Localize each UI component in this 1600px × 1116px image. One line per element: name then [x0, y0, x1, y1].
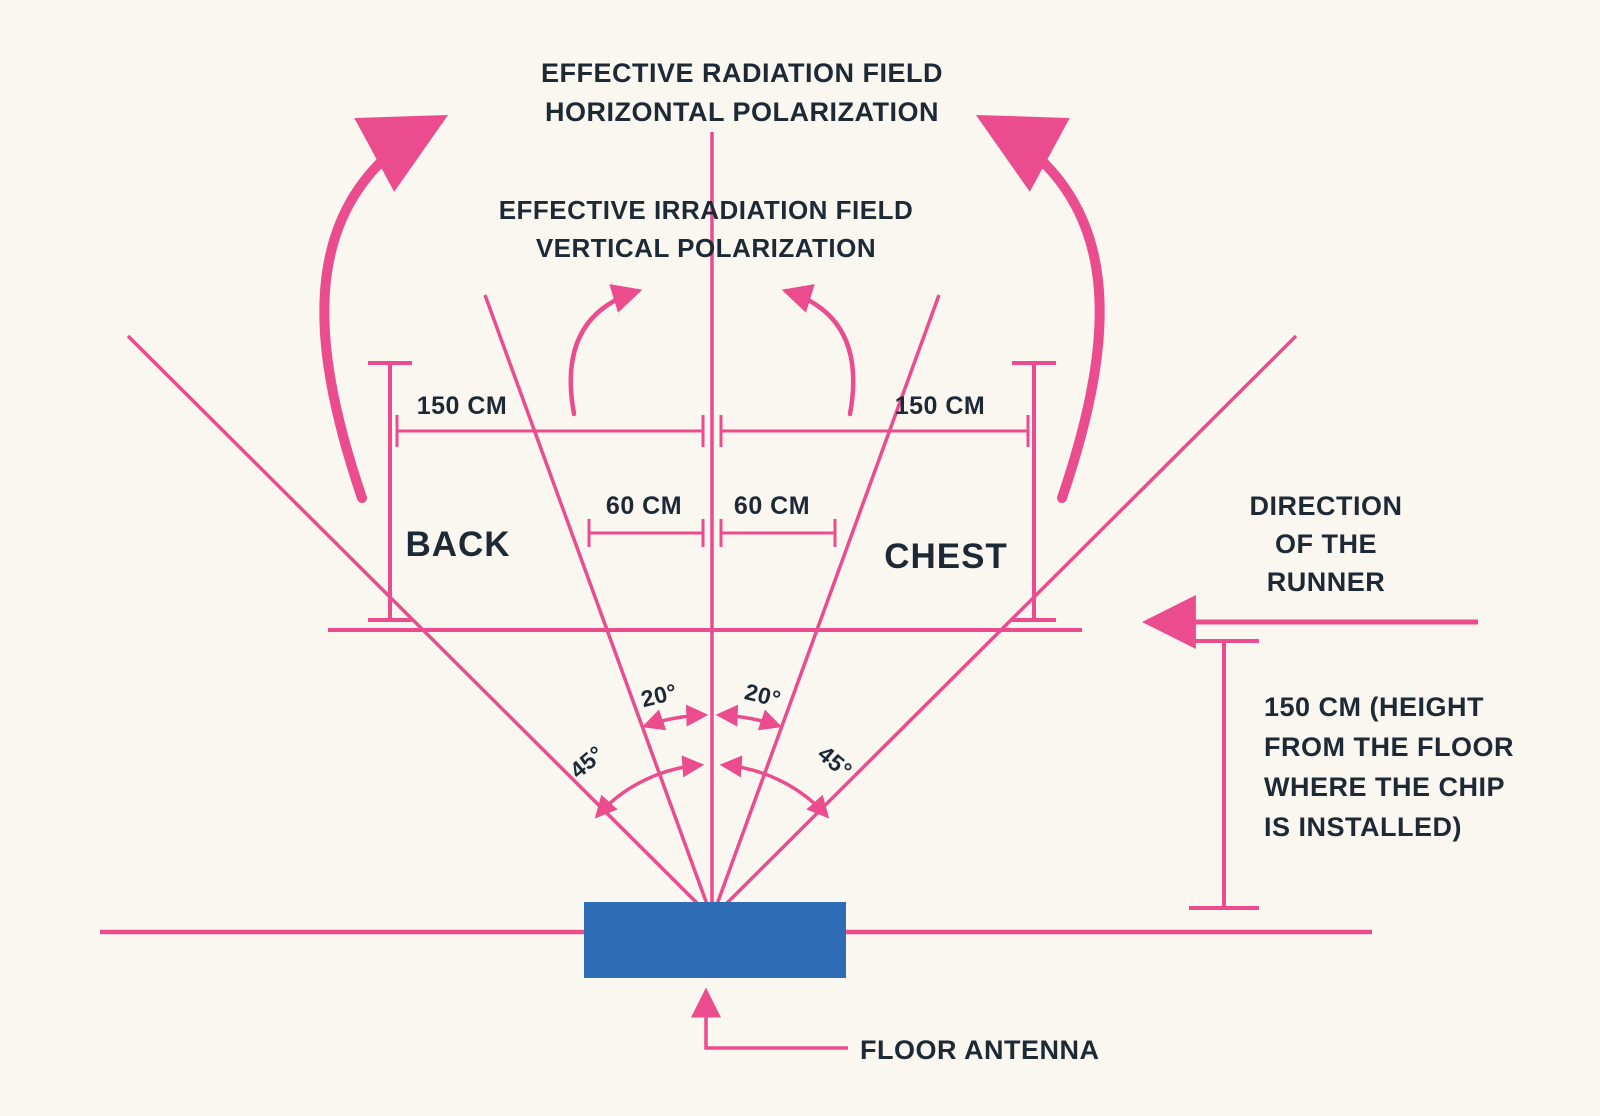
ray-45deg-right: [710, 334, 1298, 920]
irradiation-field-label-line1: EFFECTIVE IRRADIATION FIELD: [499, 195, 914, 225]
chip-height-note-line3: WHERE THE CHIP: [1264, 772, 1505, 802]
chip-height-note-line2: FROM THE FLOOR: [1264, 732, 1514, 762]
height-dimension-bar: [1189, 639, 1259, 910]
runner-direction-label-line3: RUNNER: [1267, 567, 1386, 597]
floor-antenna-leader: [691, 987, 848, 1050]
ray-20deg-right: [710, 294, 941, 919]
dim-label-60-left: 60 CM: [606, 492, 682, 520]
boundary-bar-left: [368, 361, 412, 622]
dim-label-150-right: 150 CM: [895, 392, 986, 420]
chip-height-note-line4: IS INSTALLED): [1264, 812, 1462, 842]
chest-label: CHEST: [884, 537, 1008, 576]
irradiation-field-label-line2: VERTICAL POLARIZATION: [536, 233, 876, 263]
horizontal-polarization-arrow-left: [319, 115, 449, 503]
angle-label-20-right: 20°: [742, 678, 783, 712]
ray-20deg-left: [483, 294, 714, 919]
dim-label-150-left: 150 CM: [417, 392, 508, 420]
chip-height-note-line1: 150 CM (HEIGHT: [1264, 692, 1484, 722]
horizontal-polarization-arrow-right: [975, 115, 1105, 503]
angle-label-20-left: 20°: [638, 678, 679, 712]
angle-arc-20-right: [715, 704, 783, 731]
angle-arc-45-right: [719, 755, 830, 819]
vertical-polarization-arrow-right: [781, 284, 856, 417]
ray-45deg-left: [126, 334, 714, 920]
runner-direction-label-line2: OF THE: [1275, 529, 1377, 559]
back-label: BACK: [405, 525, 510, 564]
angle-arc-45-left: [594, 755, 705, 819]
floor-antenna-block: [584, 902, 846, 978]
angle-arc-20-left: [641, 704, 709, 731]
floor-antenna-label: FLOOR ANTENNA: [860, 1035, 1099, 1065]
dim-label-60-right: 60 CM: [734, 492, 810, 520]
vertical-polarization-arrow-left: [568, 284, 643, 417]
runner-direction-label-line1: DIRECTION: [1250, 491, 1403, 521]
radiation-field-label-line2: HORIZONTAL POLARIZATION: [545, 97, 939, 127]
radiation-field-label-line1: EFFECTIVE RADIATION FIELD: [541, 58, 943, 88]
angle-label-45-right: 45°: [813, 740, 858, 783]
boundary-bar-right: [1012, 361, 1056, 622]
